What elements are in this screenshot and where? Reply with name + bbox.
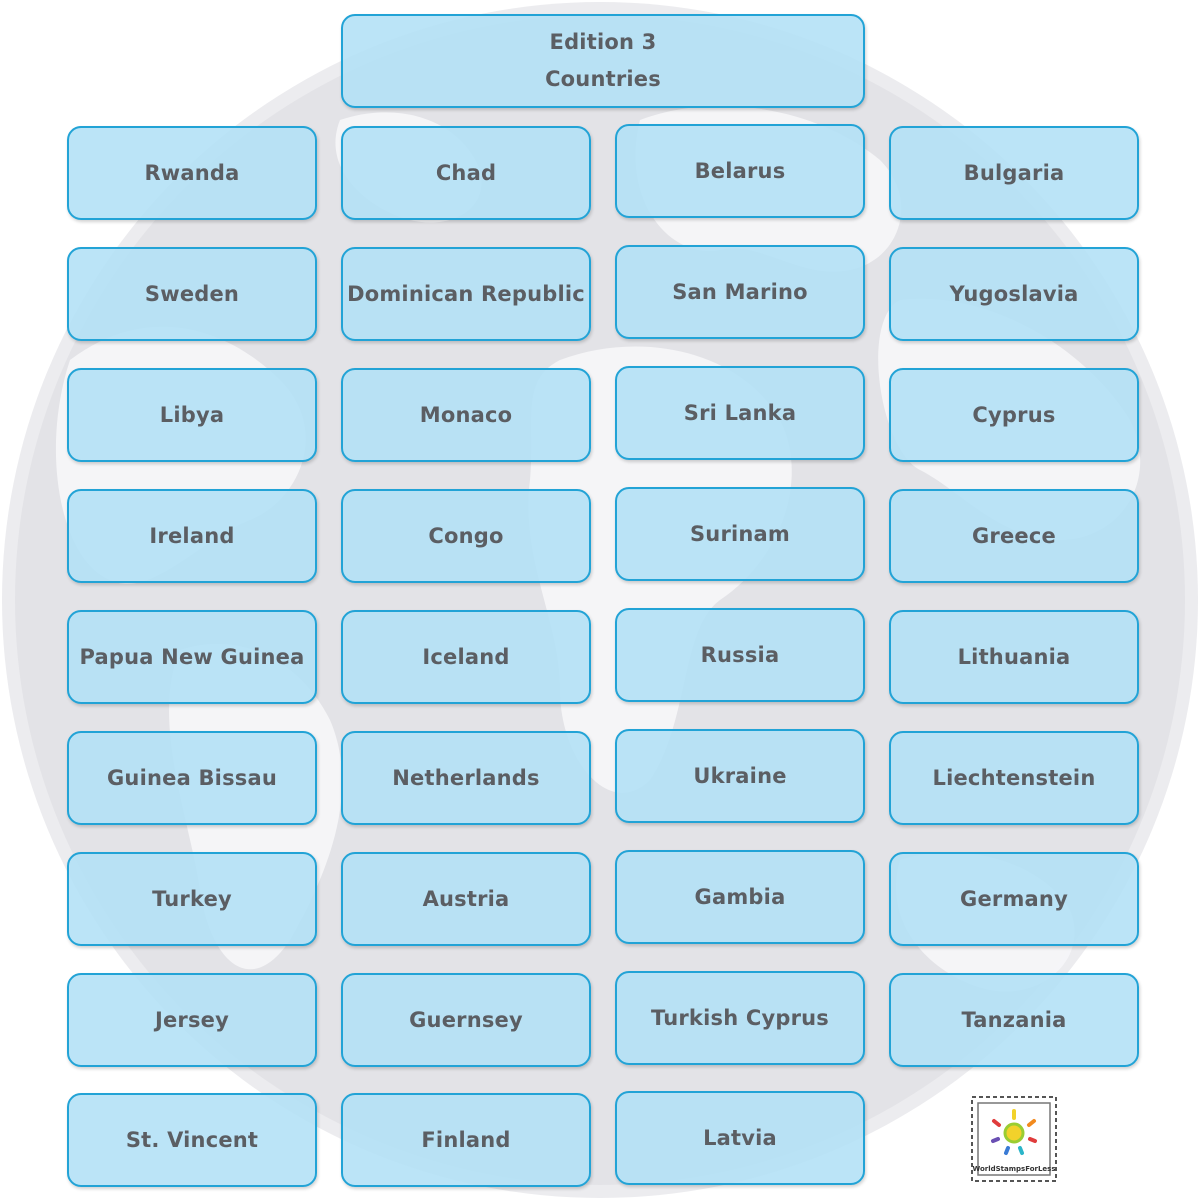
country-germany[interactable]: Germany	[889, 852, 1139, 946]
logo-text: WorldStampsForLess	[972, 1165, 1055, 1173]
country-sweden[interactable]: Sweden	[67, 247, 317, 341]
country-turkish-cyprus[interactable]: Turkish Cyprus	[615, 971, 865, 1065]
sun-stamp-icon	[971, 1096, 1057, 1182]
country-iceland[interactable]: Iceland	[341, 610, 591, 704]
country-liechtenstein[interactable]: Liechtenstein	[889, 731, 1139, 825]
country-lithuania[interactable]: Lithuania	[889, 610, 1139, 704]
country-ukraine[interactable]: Ukraine	[615, 729, 865, 823]
country-cyprus[interactable]: Cyprus	[889, 368, 1139, 462]
country-finland[interactable]: Finland	[341, 1093, 591, 1187]
country-greece[interactable]: Greece	[889, 489, 1139, 583]
country-ireland[interactable]: Ireland	[67, 489, 317, 583]
edition-header: Edition 3 Countries	[341, 14, 865, 108]
edition-label: Edition 3	[549, 30, 657, 54]
country-yugoslavia[interactable]: Yugoslavia	[889, 247, 1139, 341]
country-dominican-republic[interactable]: Dominican Republic	[341, 247, 591, 341]
countries-label: Countries	[545, 67, 661, 91]
country-jersey[interactable]: Jersey	[67, 973, 317, 1067]
country-rwanda[interactable]: Rwanda	[67, 126, 317, 220]
country-guernsey[interactable]: Guernsey	[341, 973, 591, 1067]
country-bulgaria[interactable]: Bulgaria	[889, 126, 1139, 220]
country-russia[interactable]: Russia	[615, 608, 865, 702]
country-papua-new-guinea[interactable]: Papua New Guinea	[67, 610, 317, 704]
country-gambia[interactable]: Gambia	[615, 850, 865, 944]
country-turkey[interactable]: Turkey	[67, 852, 317, 946]
country-latvia[interactable]: Latvia	[615, 1091, 865, 1185]
country-libya[interactable]: Libya	[67, 368, 317, 462]
country-sri-lanka[interactable]: Sri Lanka	[615, 366, 865, 460]
country-surinam[interactable]: Surinam	[615, 487, 865, 581]
country-congo[interactable]: Congo	[341, 489, 591, 583]
country-monaco[interactable]: Monaco	[341, 368, 591, 462]
country-san-marino[interactable]: San Marino	[615, 245, 865, 339]
country-chad[interactable]: Chad	[341, 126, 591, 220]
country-belarus[interactable]: Belarus	[615, 124, 865, 218]
country-guinea-bissau[interactable]: Guinea Bissau	[67, 731, 317, 825]
country-netherlands[interactable]: Netherlands	[341, 731, 591, 825]
stamp-logo: WorldStampsForLess	[966, 1091, 1062, 1187]
country-tanzania[interactable]: Tanzania	[889, 973, 1139, 1067]
country-st-vincent[interactable]: St. Vincent	[67, 1093, 317, 1187]
country-austria[interactable]: Austria	[341, 852, 591, 946]
